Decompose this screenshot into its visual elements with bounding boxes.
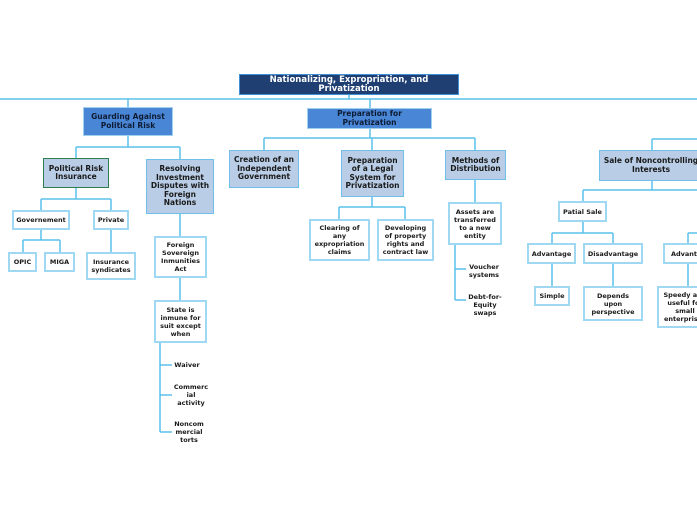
topic-debt-for-equity-swaps[interactable]: Debt-for-Equity swaps [468, 293, 502, 317]
topic-waiver[interactable]: Waiver [174, 361, 200, 369]
topic-advantage-2[interactable]: Advantage [663, 243, 697, 264]
topic-speedy-useful-small-enterprises[interactable]: Speedy and useful for small enterprises [657, 286, 697, 328]
topic-guarding-against-political-risk[interactable]: Guarding Against Political Risk [83, 107, 173, 136]
topic-simple[interactable]: Simple [534, 286, 570, 306]
topic-preparation-legal-system[interactable]: Preparation of a Legal System for Privat… [341, 150, 404, 197]
topic-preparation-for-privatization[interactable]: Preparation for Privatization [307, 108, 432, 129]
topic-clearing-expropriation-claims[interactable]: Clearing of any expropriation claims [309, 219, 370, 261]
topic-private[interactable]: Private [93, 210, 129, 230]
topic-insurance-syndicates[interactable]: Insurance syndicates [86, 252, 136, 280]
topic-methods-of-distribution[interactable]: Methods of Distribution [445, 150, 506, 180]
topic-political-risk-insurance[interactable]: Political Risk Insurance [43, 158, 109, 188]
topic-disadvantage[interactable]: Disadvantage [583, 243, 643, 264]
topic-sale-noncontrolling-interests[interactable]: Sale of Noncontrolling Interests [599, 150, 697, 181]
topic-resolving-investment-disputes[interactable]: Resolving Investment Disputes with Forei… [146, 159, 214, 214]
topic-advantage[interactable]: Advantage [527, 243, 576, 264]
topic-assets-transferred[interactable]: Assets are transferred to a new entity [448, 202, 502, 245]
root-topic[interactable]: Nationalizing, Expropriation, and Privat… [239, 74, 459, 95]
topic-government[interactable]: Governement [12, 210, 70, 230]
topic-foreign-sovereign-immunities-act[interactable]: Foreign Sovereign Inmunities Act [154, 236, 207, 278]
topic-noncommercial-torts[interactable]: Noncom mercial torts [174, 420, 204, 444]
topic-commercial-activity[interactable]: Commerc ial activity [173, 383, 209, 407]
topic-voucher-systems[interactable]: Voucher systems [468, 263, 500, 279]
topic-creation-independent-government[interactable]: Creation of an Independent Government [229, 150, 299, 188]
topic-miga[interactable]: MIGA [44, 252, 75, 272]
topic-opic[interactable]: OPIC [8, 252, 37, 272]
topic-developing-property-rights[interactable]: Developing of property rights and contra… [377, 219, 434, 261]
topic-state-immune[interactable]: State is inmune for suit except when [154, 300, 207, 343]
topic-depends-upon-perspective[interactable]: Depends upon perspective [583, 286, 643, 321]
topic-partial-sale[interactable]: Patial Sale [558, 201, 607, 222]
